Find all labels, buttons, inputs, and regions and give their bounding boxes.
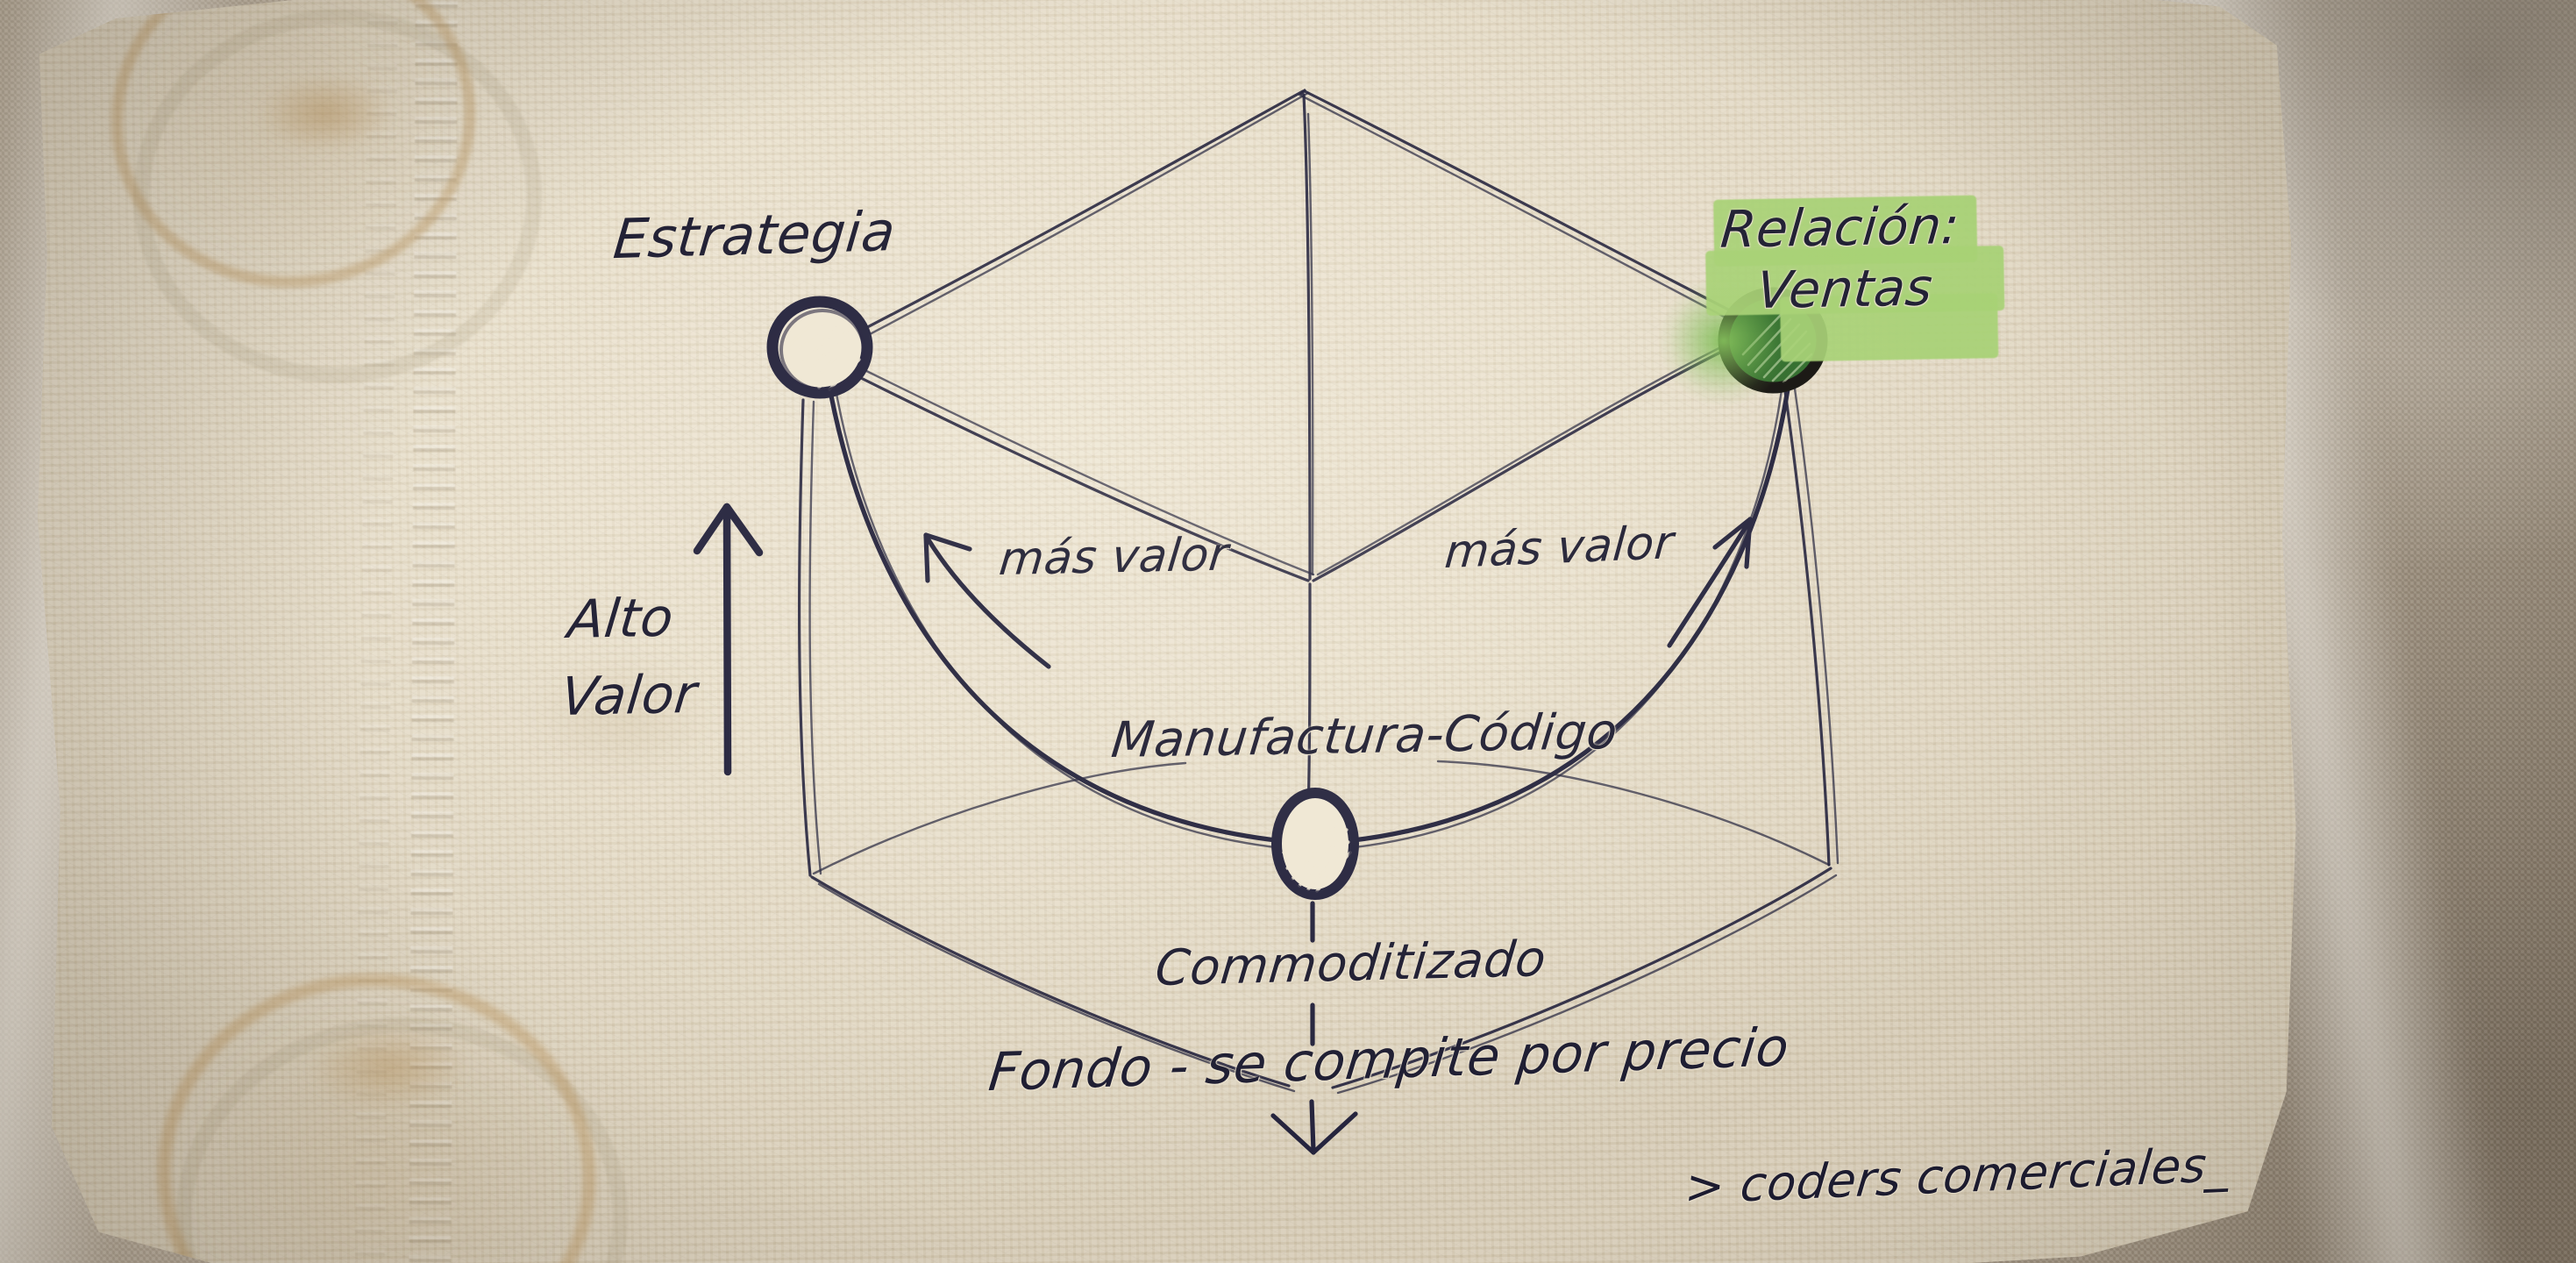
label-relacion: Relación: <box>1718 195 1962 260</box>
label-mas-valor-left: más valor <box>996 528 1231 587</box>
mas-valor-arrow-left-icon <box>923 532 1051 669</box>
node-estrategia[interactable] <box>766 296 873 399</box>
label-valor: Valor <box>558 663 701 729</box>
fondo-down-arrow-icon <box>1270 1099 1358 1155</box>
label-estrategia: Estrategia <box>610 198 899 272</box>
label-mas-valor-right: más valor <box>1442 516 1676 580</box>
mas-valor-arrow-right-icon <box>1667 517 1753 648</box>
label-ventas: Ventas <box>1754 257 1936 321</box>
label-alto: Alto <box>565 587 677 652</box>
label-commoditizado: Commoditizado <box>1152 931 1549 998</box>
node-manufactura-codigo[interactable] <box>1271 788 1359 900</box>
alto-valor-arrow-icon <box>693 503 764 776</box>
label-manufactura-codigo: Manufactura-Código <box>1108 703 1621 770</box>
